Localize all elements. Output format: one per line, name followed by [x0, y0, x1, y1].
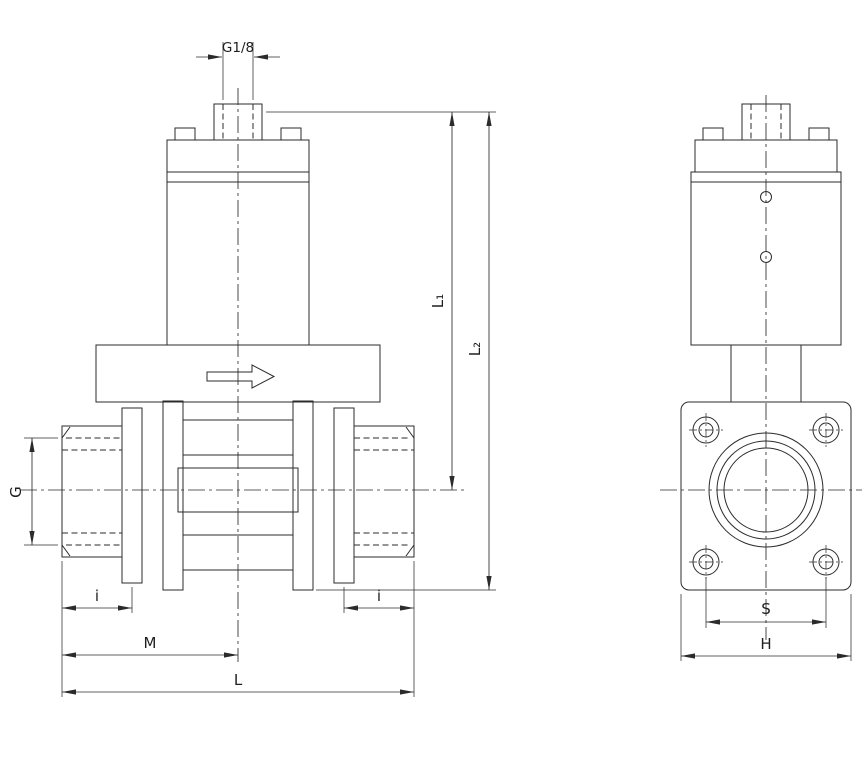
center-port [708, 432, 824, 548]
flange-plate-inner-right [292, 400, 314, 591]
dimension-g: G [7, 437, 58, 546]
body-center-block [182, 419, 294, 571]
l2-label: L₂ [466, 342, 484, 356]
flange-plate-inner-left [162, 400, 184, 591]
flange-outline [680, 401, 852, 591]
dimension-i-right: i [343, 561, 415, 697]
bolt-hole-bottom-left [689, 545, 723, 579]
mounting-flange [680, 401, 852, 591]
bolt-hole-top-left [689, 413, 723, 447]
flow-direction-arrow [206, 364, 276, 389]
front-view: G1/8 L₁ L₂ G [7, 40, 496, 697]
dimension-s: S [705, 577, 827, 628]
i-right-label: i [377, 587, 381, 605]
body-coupling [177, 467, 299, 513]
flange-plate-outer-right [333, 407, 355, 584]
chamfer-line [405, 544, 415, 557]
chamfer-line [61, 544, 71, 557]
i-left-label: i [95, 587, 99, 605]
h-label: H [760, 635, 771, 653]
flange-plate-outer-left [121, 407, 143, 584]
side-centerlines [660, 95, 862, 640]
chamfer-line [61, 426, 71, 439]
l1-label: L₁ [429, 294, 447, 308]
cap-tab-right [808, 127, 830, 141]
s-label: S [761, 600, 771, 618]
front-centerlines [20, 88, 465, 662]
port-thread-label: G1/8 [222, 40, 254, 56]
cap-tab-right [280, 127, 302, 141]
bolt-hole-bottom-right [809, 545, 843, 579]
pipe-port-right-outline [353, 425, 415, 558]
side-view: S H [660, 95, 862, 661]
pipe-port-left [61, 425, 123, 558]
cap-tab-left [174, 127, 196, 141]
port-bore-circle [723, 447, 809, 533]
chamfer-line [405, 426, 415, 439]
dimension-l1: L₁ [266, 111, 496, 490]
dimension-l2: L₂ [316, 112, 496, 591]
pipe-port-right [353, 425, 415, 558]
coil-screw-top [760, 191, 772, 203]
bolt-hole-top-right [809, 413, 843, 447]
l-label: L [234, 671, 243, 689]
dimension-port-thread: G1/8 [196, 40, 280, 100]
port-boss-circle [708, 432, 824, 548]
dimension-m: M [62, 634, 238, 658]
dimension-h: H [680, 594, 852, 661]
coil-screw-bottom [760, 251, 772, 263]
yoke-outline [95, 344, 381, 403]
dimension-l: L [62, 671, 414, 695]
m-label: M [144, 634, 157, 652]
cap-tab-left [702, 127, 724, 141]
dimension-i-left: i [61, 561, 133, 697]
pipe-port-left-outline [61, 425, 123, 558]
valve-yoke [95, 344, 381, 403]
port-thread-circle [716, 440, 816, 540]
g-label: G [7, 486, 25, 498]
